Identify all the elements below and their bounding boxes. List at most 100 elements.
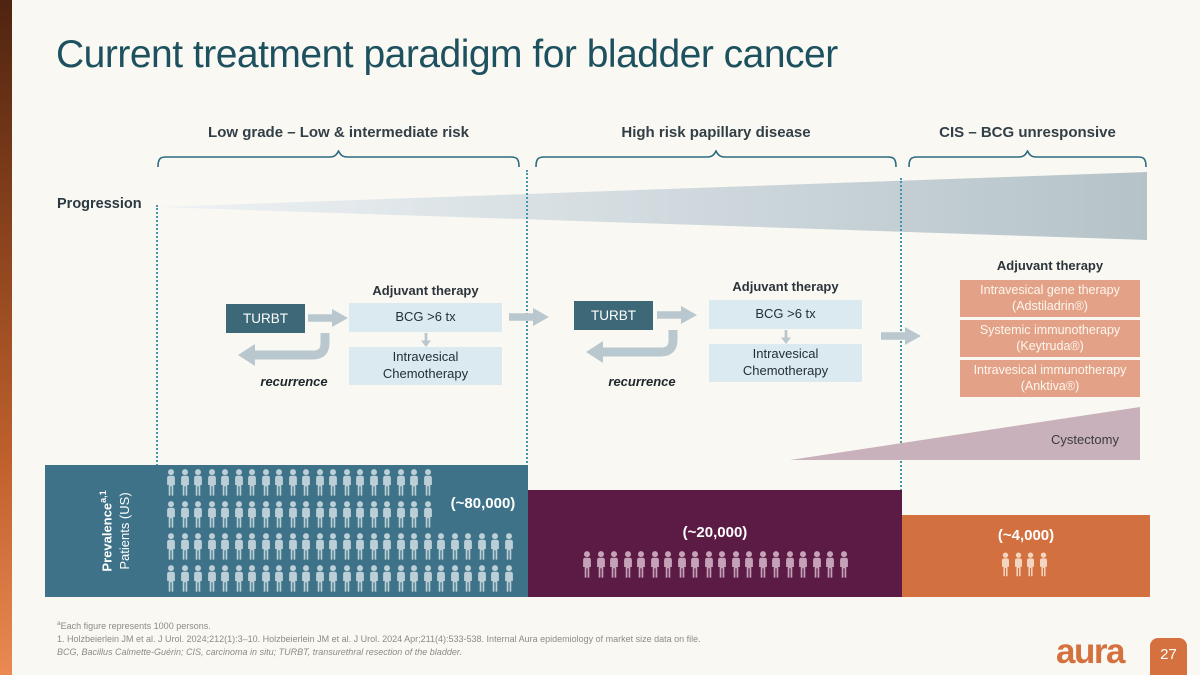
person-icon xyxy=(491,533,499,560)
person-icon xyxy=(464,533,472,560)
person-icon xyxy=(812,551,821,578)
person-icon xyxy=(356,469,364,496)
person-icon-grid xyxy=(166,469,514,592)
divider-dotted-line xyxy=(900,178,902,515)
person-icon xyxy=(369,501,378,528)
aura-logo: aura xyxy=(1056,632,1125,671)
person-icon xyxy=(839,551,848,578)
prevalence-bar-low-grade xyxy=(45,465,528,597)
person-icon xyxy=(180,469,189,496)
cystectomy-label: Cystectomy xyxy=(1051,432,1119,447)
person-icon xyxy=(180,501,189,528)
person-icon xyxy=(315,533,324,560)
adjuvant-therapy-label: Adjuvant therapy xyxy=(996,258,1104,273)
person-icon xyxy=(248,533,256,560)
arrow-right-icon xyxy=(657,306,697,324)
person-icon xyxy=(1039,552,1047,577)
person-icon xyxy=(221,533,229,560)
person-icon xyxy=(167,501,175,528)
person-icon-grid xyxy=(582,551,849,578)
person-icon xyxy=(383,533,391,560)
therapy-box-keytruda: Systemic immunotherapy (Keytruda®) xyxy=(960,320,1140,357)
person-icon xyxy=(410,501,418,528)
brace-icon xyxy=(157,150,520,168)
person-icon xyxy=(785,551,794,578)
person-icon xyxy=(315,501,324,528)
person-icon xyxy=(329,565,337,592)
person-icon xyxy=(383,469,391,496)
person-icon xyxy=(583,551,591,578)
person-icon xyxy=(194,469,202,496)
person-icon xyxy=(261,501,270,528)
person-icon-row xyxy=(582,551,849,578)
person-icon xyxy=(275,469,283,496)
person-icon xyxy=(396,565,405,592)
person-icon xyxy=(704,551,713,578)
person-icon xyxy=(383,565,391,592)
person-icon xyxy=(772,551,780,578)
prevalence-bar-cis xyxy=(902,515,1150,597)
person-icon-row xyxy=(166,565,514,592)
recurrence-arrow-icon xyxy=(586,330,678,363)
person-icon xyxy=(207,533,216,560)
person-icon xyxy=(745,551,753,578)
adjuvant-therapy-label: Adjuvant therapy xyxy=(732,279,839,294)
prevalence-bar-high-risk xyxy=(528,490,902,597)
arrow-down-icon xyxy=(421,333,431,347)
person-icon xyxy=(718,551,726,578)
person-icon xyxy=(758,551,767,578)
person-icon xyxy=(491,565,499,592)
footnotes: aEach figure represents 1000 persons. 1.… xyxy=(57,620,701,658)
person-icon xyxy=(396,469,405,496)
person-icon xyxy=(731,551,740,578)
person-icon xyxy=(167,533,175,560)
person-icon xyxy=(207,565,216,592)
person-icon xyxy=(275,533,283,560)
person-icon xyxy=(383,501,391,528)
bcg-box: BCG >6 tx xyxy=(349,303,502,332)
person-icon xyxy=(248,565,256,592)
progression-wedge xyxy=(158,172,1147,240)
value-label-4000: (~4,000) xyxy=(997,527,1055,544)
divider-dotted-line xyxy=(156,205,158,597)
person-icon xyxy=(477,533,486,560)
brace-icon xyxy=(535,150,897,168)
person-icon xyxy=(664,551,672,578)
person-icon-row xyxy=(1001,552,1048,577)
person-icon xyxy=(261,533,270,560)
person-icon xyxy=(167,565,175,592)
person-icon xyxy=(329,533,337,560)
person-icon xyxy=(691,551,699,578)
person-icon xyxy=(396,501,405,528)
person-icon xyxy=(826,551,834,578)
person-icon-grid xyxy=(1001,552,1048,577)
person-icon xyxy=(194,533,202,560)
progression-label: Progression xyxy=(57,196,142,212)
person-icon xyxy=(234,565,243,592)
person-icon xyxy=(234,501,243,528)
person-icon xyxy=(477,565,486,592)
person-icon xyxy=(302,501,310,528)
therapy-box-anktiva: Intravesical immunotherapy (Anktiva®) xyxy=(960,360,1140,397)
person-icon xyxy=(221,469,229,496)
person-icon xyxy=(423,565,432,592)
person-icon xyxy=(356,565,364,592)
therapy-box-adstiladrin: Intravesical gene therapy (Adstiladrin®) xyxy=(960,280,1140,317)
page-number: 27 xyxy=(1160,646,1177,663)
person-icon xyxy=(329,469,337,496)
page-number-tab: 27 xyxy=(1150,638,1187,675)
person-icon xyxy=(329,501,337,528)
arrow-right-icon xyxy=(308,309,348,327)
value-label-20000: (~20,000) xyxy=(682,524,748,541)
person-icon xyxy=(637,551,645,578)
person-icon xyxy=(369,533,378,560)
person-icon xyxy=(315,565,324,592)
person-icon xyxy=(180,533,189,560)
person-icon xyxy=(302,533,310,560)
person-icon xyxy=(423,533,432,560)
person-icon xyxy=(504,533,513,560)
prevalence-axis-label: Prevalencea,1 Patients (US) xyxy=(98,490,132,572)
person-icon xyxy=(410,565,418,592)
brace-icon xyxy=(908,150,1147,168)
